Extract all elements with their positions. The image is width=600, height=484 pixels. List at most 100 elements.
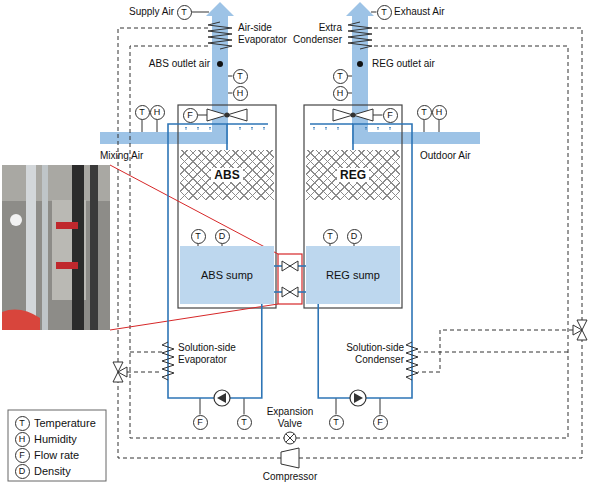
node-text: F [187,111,193,120]
photo-valve-handle [56,262,78,269]
legend-sample: F [15,448,30,463]
node-text: T [181,8,187,17]
measure-point [217,61,223,67]
air-coil [208,22,232,49]
legend-text: Humidity [34,432,77,446]
measure-point [357,61,363,67]
node-text: H [154,108,161,117]
node-text: H [237,89,244,98]
diagram-label: Solution-side Evaporator [178,342,244,366]
legend-box [8,410,106,481]
node-text: T [333,418,339,427]
photo-hose [72,165,84,330]
legend-sample: T [15,416,30,431]
sensor-circle: T [377,5,392,20]
expansion-valve-cross [286,434,294,442]
sensor-circle: T [177,5,192,20]
refrigerant-line [130,46,568,438]
sensor-circle: D [347,229,362,244]
sensor-circle: H [233,86,248,101]
node-text: D [351,232,358,241]
diagram-label: Solution-side Condenser [338,342,404,366]
air-arrow-head [346,2,374,16]
node-text: T [139,108,145,117]
sensor-circle: F [183,108,198,123]
photo-ground [2,165,110,330]
fan-symbol [207,109,247,121]
diagram-label: Extra Condenser [286,22,342,46]
spray-pipe [227,123,353,125]
node-text: F [387,111,393,120]
photo-tube [42,165,48,330]
solution-coil [406,342,418,380]
fan-symbol [333,109,373,121]
sensor-circle: F [373,415,388,430]
node-text: ABS sump [201,269,253,282]
sensor-circle: D [215,229,230,244]
air-band [100,132,228,144]
sump-section: REG sump [306,246,400,304]
sensor-circle: F [383,108,398,123]
node-text: T [381,8,387,17]
pump-symbol [350,390,366,406]
node-text: D [19,467,26,476]
valve-symbol [282,261,298,297]
sensor-circle: T [237,415,252,430]
legend-sample: H [15,432,30,447]
expansion-valve-symbol [284,432,296,444]
diagram-label: Air-side Evaporator [238,22,294,46]
sensor-leader [142,12,439,415]
diagram-label: Mixing Air [100,150,162,162]
node-text: H [19,435,26,444]
sensor-circle: T [191,229,206,244]
node-text: REG [337,168,369,182]
sensor-circle: T [417,105,432,120]
sensor-circle: T [333,69,348,84]
sensor-circle: H [150,105,165,120]
photo-valve-handle [56,222,78,229]
node-text: H [337,89,344,98]
air-arrow-head [206,2,234,16]
sensor-circle: T [323,229,338,244]
sensor-circle: H [333,86,348,101]
diagram-label: Exhaust Air [394,6,464,18]
node-text: D [219,232,226,241]
air-coil [348,22,372,49]
node-text: T [19,419,25,428]
sump-section: ABS sump [180,246,274,304]
node-text: F [19,451,25,460]
node-text: ABS [211,168,242,182]
packing-section: REG [306,150,400,200]
pump-symbol [214,390,230,406]
legend-text: Flow rate [34,448,79,462]
sensor-circle: F [193,415,208,430]
node-text: T [241,418,247,427]
photo-hose [90,165,98,330]
diagram-label: Outdoor Air [420,150,490,162]
diagram-label: Expansion Valve [258,406,322,430]
solution-coil [162,342,174,380]
callout-frame [278,254,302,304]
legend-text: Density [34,464,71,478]
spray-drops [186,127,390,130]
air-band [352,132,480,144]
diagram-label: REG outlet air [372,58,452,70]
fan-hub [225,113,230,118]
node-text: T [327,232,333,241]
refrigerant-branch [127,330,573,372]
node-text: T [337,72,343,81]
compressor-symbol [281,448,299,468]
sensor-circle: T [329,415,344,430]
legend-text: Temperature [34,416,96,430]
node-text: T [421,108,427,117]
node-text: F [197,418,203,427]
pump-arrow [217,393,226,403]
sensor-circle: T [135,105,150,120]
three-way-valve [573,320,587,340]
packing-section: ABS [180,150,274,200]
photo-inset [2,165,110,330]
fan-hub [351,113,356,118]
node-text: T [195,232,201,241]
photo-fitting [10,214,22,226]
